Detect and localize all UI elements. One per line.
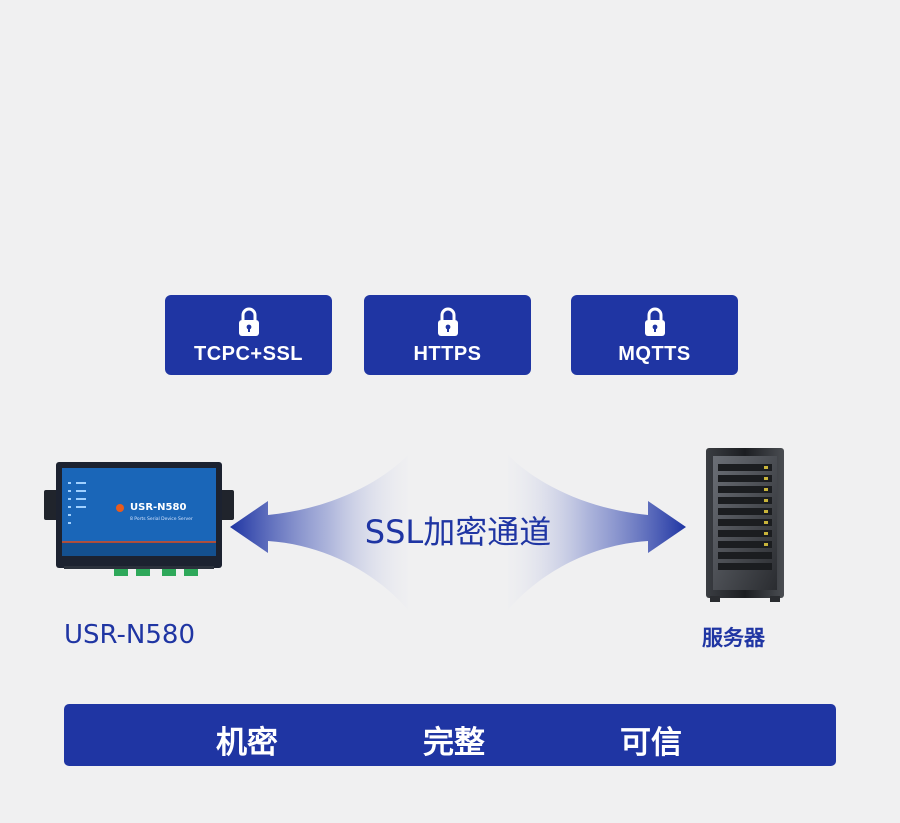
protocol-label: MQTTS [618,343,691,365]
right-arrow [508,455,686,610]
serial-device-server-image: USR-N580 8 Ports Serial Device Server [44,462,234,576]
protocol-label: HTTPS [413,343,482,365]
feature-confidential: 机密 [216,725,278,761]
left-arrow [230,455,408,610]
ssl-channel-arrows [230,455,686,610]
lock-icon [644,307,665,336]
protocol-badge-tcpc-ssl: TCPC+SSL [165,295,332,375]
protocol-badge-https: HTTPS [364,295,531,375]
security-features-bar: 机密 完整 可信 [64,704,836,766]
server-rack-icon [706,448,784,602]
device-panel-subtitle: 8 Ports Serial Device Server [130,516,193,522]
feature-trusted: 可信 [620,725,682,761]
server-label: 服务器 [702,626,765,650]
feature-integrity: 完整 [423,725,485,761]
device-label: USR-N580 [64,620,196,650]
protocol-badge-mqtts: MQTTS [571,295,738,375]
device-panel-name: USR-N580 [130,502,186,513]
ssl-channel-label: SSL加密通道 [364,513,552,551]
lock-icon [238,307,259,336]
protocol-label: TCPC+SSL [193,343,304,365]
lock-icon [437,307,458,336]
